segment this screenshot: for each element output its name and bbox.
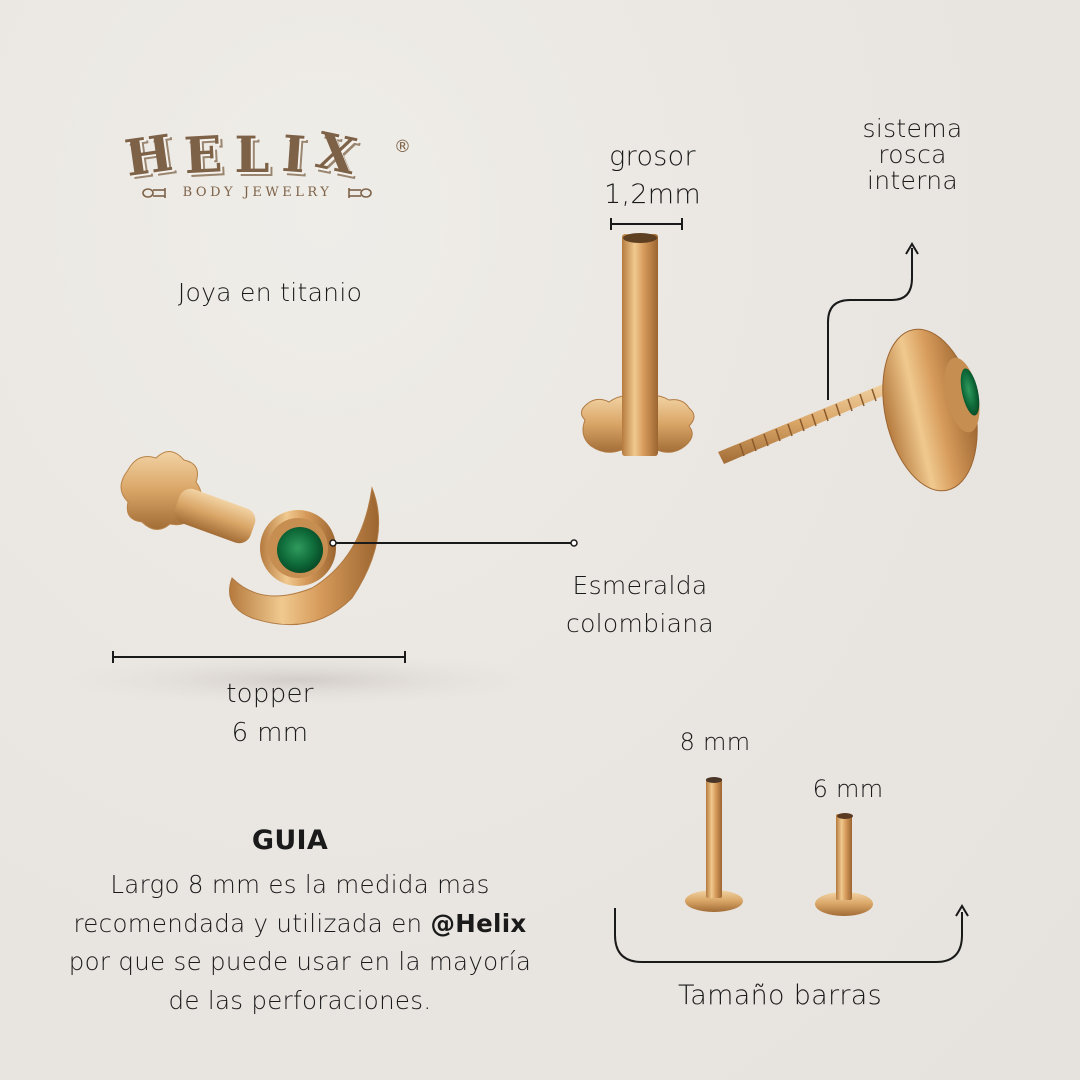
bar-8mm-image	[685, 777, 743, 912]
bar-sizes-label: Tamaño barras	[677, 980, 883, 1011]
brand-handle: @Helix	[430, 908, 527, 938]
moon-earring-image	[120, 451, 380, 626]
guide-title: GUIA	[251, 825, 329, 856]
key-ornament-left-icon	[142, 188, 166, 198]
guide-text: Largo 8 mm es la medida mas recomendada …	[68, 870, 532, 1015]
gem-label: Esmeralda colombiana	[566, 571, 714, 638]
bar-6mm-label: 6 mm	[812, 775, 884, 803]
topper-size-label: topper 6 mm	[226, 679, 314, 748]
key-ornament-right-icon	[348, 188, 372, 198]
bar-8mm-label: 8 mm	[679, 728, 751, 756]
bar-6mm-image	[815, 813, 873, 916]
labret-post-image	[581, 233, 695, 456]
registered-mark: ®	[394, 137, 411, 157]
brand-subtitle: BODY JEWELRY	[182, 185, 333, 200]
threaded-topper-image	[718, 328, 980, 492]
thread-system-label: sistema rosca interna	[862, 114, 963, 195]
thickness-label: grosor 1,2mm	[603, 141, 702, 210]
headline: Joya en titanio	[177, 278, 363, 307]
brand-logo: HELIX	[121, 120, 374, 189]
